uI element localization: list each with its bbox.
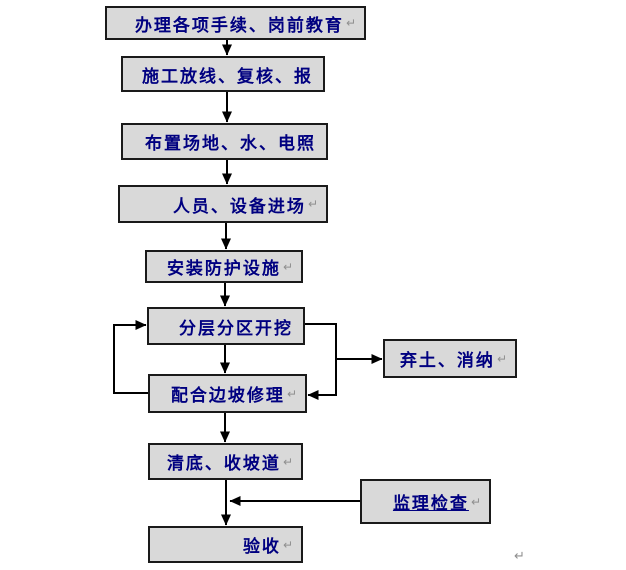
node-label: 验收 — [242, 537, 281, 557]
flow-node-formalities-training: 办理各项手续、岗前教育↵ — [105, 6, 366, 40]
arrow-rightpath-excavation-to-slopetrim — [305, 323, 337, 400]
node-label: 分层分区开挖 — [179, 318, 293, 339]
flow-node-layered-zoned-excavation: 分层分区开挖 — [147, 307, 305, 345]
node-label: 配合边坡修理 — [170, 386, 285, 406]
node-label: 清底、收坡道 — [166, 454, 281, 474]
flow-node-setting-out-check-report: 施工放线、复核、报 — [121, 56, 325, 92]
flow-node-clean-base-ramp: 清底、收坡道↵ — [148, 443, 303, 480]
flow-node-site-water-power-layout: 布置场地、水、电照 — [121, 123, 328, 160]
node-label: 监理检查 — [392, 494, 469, 514]
flow-node-personnel-equipment-entry: 人员、设备进场↵ — [118, 185, 328, 223]
paragraph-mark-icon: ↵ — [307, 197, 318, 211]
flow-node-acceptance: 验收↵ — [148, 526, 303, 563]
paragraph-mark-icon: ↵ — [282, 259, 293, 274]
arrow-feedback-slopetrim-to-excavation — [113, 320, 148, 394]
paragraph-mark-icon: ↵ — [345, 16, 356, 30]
node-label: 弃土、消纳 — [399, 351, 495, 371]
node-label: 安装防护设施 — [166, 259, 281, 279]
node-label: 施工放线、复核、报 — [142, 66, 313, 87]
paragraph-mark-icon: ↵ — [282, 537, 293, 552]
flow-node-slope-trimming: 配合边坡修理↵ — [148, 374, 307, 413]
paragraph-mark-icon: ↵ — [286, 386, 297, 401]
paragraph-mark-icon: ↵ — [282, 454, 293, 469]
paragraph-mark-icon: ↵ — [496, 351, 507, 366]
flow-node-spoil-disposal: 弃土、消纳↵ — [383, 339, 517, 378]
stray-paragraph-mark-icon: ↵ — [514, 549, 525, 564]
node-label: 布置场地、水、电照 — [145, 134, 316, 154]
node-label: 人员、设备进场 — [172, 196, 306, 217]
node-label: 办理各项手续、岗前教育 — [134, 15, 344, 36]
flow-node-install-protection: 安装防护设施↵ — [145, 250, 303, 283]
paragraph-mark-icon: ↵ — [470, 494, 481, 509]
flow-node-supervision-inspection: 监理检查↵ — [360, 479, 491, 524]
